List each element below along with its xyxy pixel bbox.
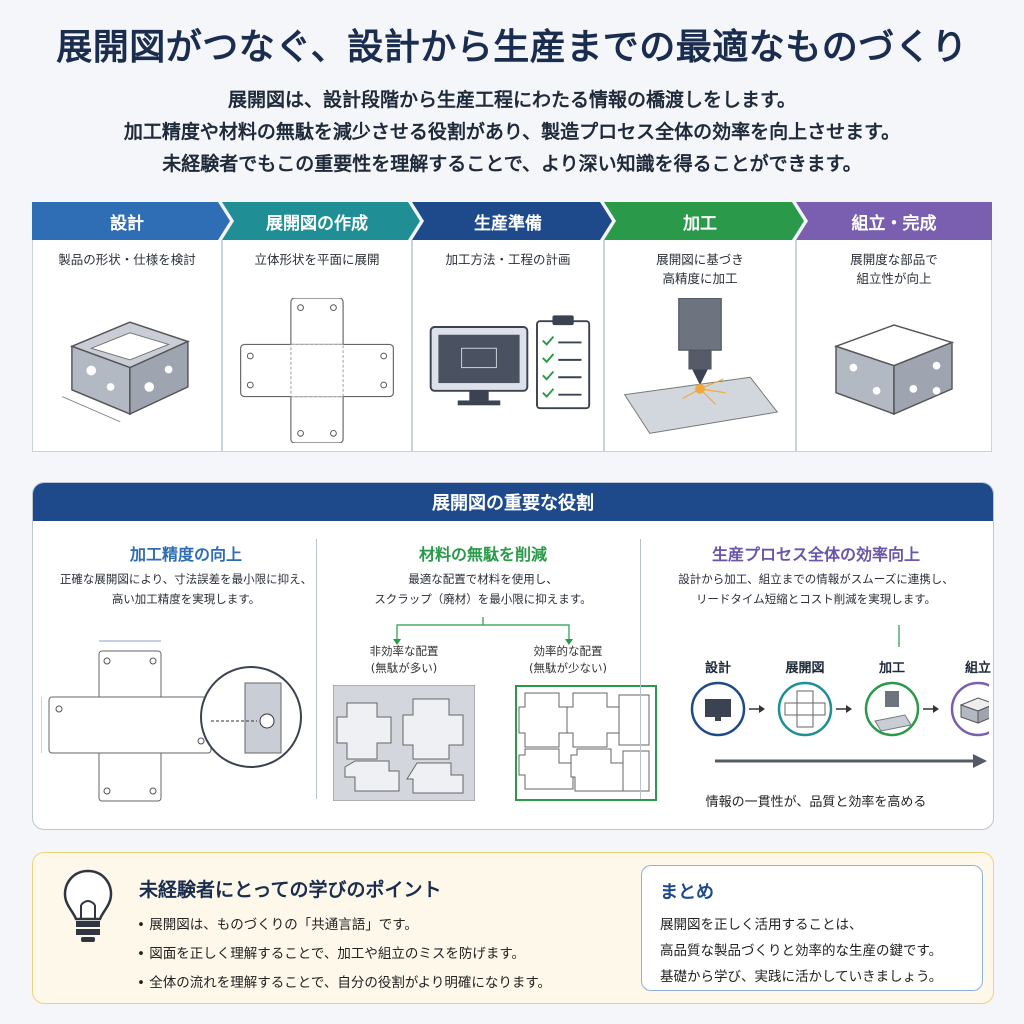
step-label: 組立・完成 — [851, 213, 937, 234]
summary-line: 展開図を正しく活用することは、 — [660, 917, 863, 933]
step-desc: 製品の形状・仕様を検討 — [33, 250, 221, 269]
monitor-checklist-icon — [421, 298, 595, 443]
step-desc: 立体形状を平面に展開 — [223, 250, 411, 269]
step-panel: 展開度な部品で 組立性が向上 — [796, 240, 992, 452]
step-desc-line: 組立性が向上 — [856, 271, 932, 286]
step-machining: 加工 展開図に基づき 高精度に加工 — [604, 202, 804, 452]
efficient-label: 効率的な配置 (無駄が少ない) — [503, 643, 633, 677]
role-accuracy: 加工精度の向上 正確な展開図により、寸法誤差を最小限に抑え、 高い加工精度を実現… — [41, 533, 331, 823]
role-divider — [316, 539, 317, 799]
step-desc-line: 加工方法・工程の計画 — [445, 252, 571, 267]
step-panel: 展開図に基づき 高精度に加工 — [604, 240, 796, 452]
step-label: 加工 — [683, 213, 717, 234]
isometric-box-icon — [41, 298, 213, 443]
process-steps: 設計 製品の形状・仕様を検討 展開図の作成 立体形状を平面に展開 — [32, 202, 992, 452]
step-desc-line: 展開度な部品で — [850, 252, 938, 267]
role-title: 生産プロセス全体の効率向上 — [711, 545, 920, 564]
process-flow-icon — [690, 681, 989, 768]
summary-text: 展開図を正しく活用することは、 高品質な製品づくりと効率的な生産の鍵です。 基礎… — [660, 912, 942, 990]
role-desc: 設計から加工、組立までの情報がスムーズに連携し、 リードタイム短縮とコスト削減を… — [643, 569, 989, 609]
flow-label-flatpattern: 展開図 — [785, 661, 825, 676]
flow-label-design: 設計 — [704, 661, 731, 676]
summary-line: 基礎から学び、実践に活かしていきましょう。 — [660, 969, 943, 985]
step-panel: 加工方法・工程の計画 — [412, 240, 604, 452]
split-arrow-icon — [393, 617, 573, 645]
role-desc-line: 最適な配置で材料を使用し、 — [408, 572, 558, 586]
step-production-prep: 生産準備 加工方法・工程の計画 — [412, 202, 612, 452]
step-desc: 展開図に基づき 高精度に加工 — [605, 250, 795, 288]
summary-title: まとめ — [660, 882, 714, 903]
page-title: 展開図がつなぐ、設計から生産までの最適なものづくり — [56, 27, 968, 68]
compare-label: 非効率な配置 — [369, 644, 439, 658]
step-arrow-shape — [222, 202, 420, 240]
intro-line: 展開図は、設計段階から生産工程にわたる情報の橋渡しをします。 — [227, 89, 797, 111]
intro-line: 未経験者でもこの重要性を理解することで、より深い知識を得ることができます。 — [162, 153, 862, 175]
role-desc: 正確な展開図により、寸法誤差を最小限に抑え、 高い加工精度を実現します。 — [41, 569, 331, 609]
down-tick-icon — [898, 625, 900, 647]
role-title: 加工精度の向上 — [129, 545, 242, 564]
step-desc: 展開度な部品で 組立性が向上 — [797, 250, 991, 288]
role-process-efficiency: 生産プロセス全体の効率向上 設計から加工、組立までの情報がスムーズに連携し、 リ… — [643, 533, 991, 823]
learning-title: 未経験者にとっての学びのポイント — [139, 879, 442, 901]
inefficient-label: 非効率な配置 (無駄が多い) — [339, 643, 469, 677]
step-arrow-shape — [796, 202, 992, 240]
step-flat-pattern: 展開図の作成 立体形状を平面に展開 — [222, 202, 420, 452]
step-assembly: 組立・完成 展開度な部品で 組立性が向上 — [796, 202, 992, 452]
flow-footer: 情報の一貫性が、品質と効率を高める — [705, 795, 927, 810]
learning-panel: 未経験者にとっての学びのポイント 展開図は、ものづくりの「共通言語」です。 図面… — [32, 852, 994, 1004]
step-arrow-shape — [412, 202, 612, 240]
step-arrow-shape — [32, 202, 230, 240]
step-desc-line: 製品の形状・仕様を検討 — [58, 252, 196, 267]
step-design: 設計 製品の形状・仕様を検討 — [32, 202, 230, 452]
summary-line: 高品質な製品づくりと効率的な生産の鍵です。 — [660, 943, 943, 959]
learning-point: 図面を正しく理解することで、加工や組立のミスを防げます。 — [137, 940, 551, 969]
intro-text: 展開図は、設計段階から生産工程にわたる情報の橋渡しをします。 加工精度や材料の無… — [0, 84, 1024, 180]
learning-point: 展開図は、ものづくりの「共通言語」です。 — [137, 911, 551, 940]
learning-points: 展開図は、ものづくりの「共通言語」です。 図面を正しく理解することで、加工や組立… — [137, 911, 551, 998]
summary-box: まとめ 展開図を正しく活用することは、 高品質な製品づくりと効率的な生産の鍵です… — [641, 865, 983, 991]
step-panel: 製品の形状・仕様を検討 — [32, 240, 222, 452]
compare-sublabel: (無駄が少ない) — [529, 661, 607, 675]
step-label: 展開図の作成 — [266, 213, 368, 234]
step-desc-line: 展開図に基づき — [656, 252, 744, 267]
role-divider — [640, 539, 641, 799]
role-desc-line: 設計から加工、組立までの情報がスムーズに連携し、 — [678, 572, 954, 586]
role-desc-line: 高い加工精度を実現します。 — [111, 592, 261, 606]
step-arrow-shape — [604, 202, 804, 240]
inefficient-nesting-icon — [333, 685, 475, 801]
step-desc-line: 立体形状を平面に展開 — [254, 252, 380, 267]
step-desc-line: 高精度に加工 — [662, 271, 738, 286]
flow-label-machining: 加工 — [878, 661, 905, 676]
compare-label: 効率的な配置 — [533, 644, 603, 658]
intro-line: 加工精度や材料の無駄を減少させる役割があり、製造プロセス全体の効率を向上させます… — [123, 121, 901, 143]
role-title: 材料の無駄を削減 — [418, 545, 547, 564]
step-label: 設計 — [110, 213, 144, 234]
learning-point: 全体の流れを理解することで、自分の役割がより明確になります。 — [137, 969, 551, 998]
role-desc-line: 正確な展開図により、寸法誤差を最小限に抑え、 — [59, 572, 313, 586]
lightbulb-icon — [63, 869, 113, 942]
role-desc-line: リードタイム短縮とコスト削減を実現します。 — [695, 592, 937, 606]
efficient-nesting-icon — [515, 685, 657, 801]
role-desc-line: スクラップ（廃材）を最小限に抑えます。 — [374, 592, 592, 606]
dimensioned-drawing-icon — [41, 640, 302, 802]
flow-label-assembly: 組立 — [964, 661, 991, 676]
step-desc: 加工方法・工程の計画 — [413, 250, 603, 269]
flat-pattern-icon — [231, 297, 403, 444]
role-material: 材料の無駄を削減 最適な配置で材料を使用し、 スクラップ（廃材）を最小限に抑えま… — [325, 533, 657, 823]
roles-panel: 展開図の重要な役割 加工精度の向上 正確な展開図により、寸法誤差を最小限に抑え、… — [32, 482, 994, 830]
compare-sublabel: (無駄が多い) — [370, 661, 438, 675]
laser-cutter-icon — [613, 297, 787, 443]
assembled-box-icon — [805, 298, 983, 443]
roles-heading: 展開図の重要な役割 — [33, 483, 993, 521]
step-panel: 立体形状を平面に展開 — [222, 240, 412, 452]
role-desc: 最適な配置で材料を使用し、 スクラップ（廃材）を最小限に抑えます。 — [325, 569, 641, 609]
step-label: 生産準備 — [474, 213, 542, 234]
